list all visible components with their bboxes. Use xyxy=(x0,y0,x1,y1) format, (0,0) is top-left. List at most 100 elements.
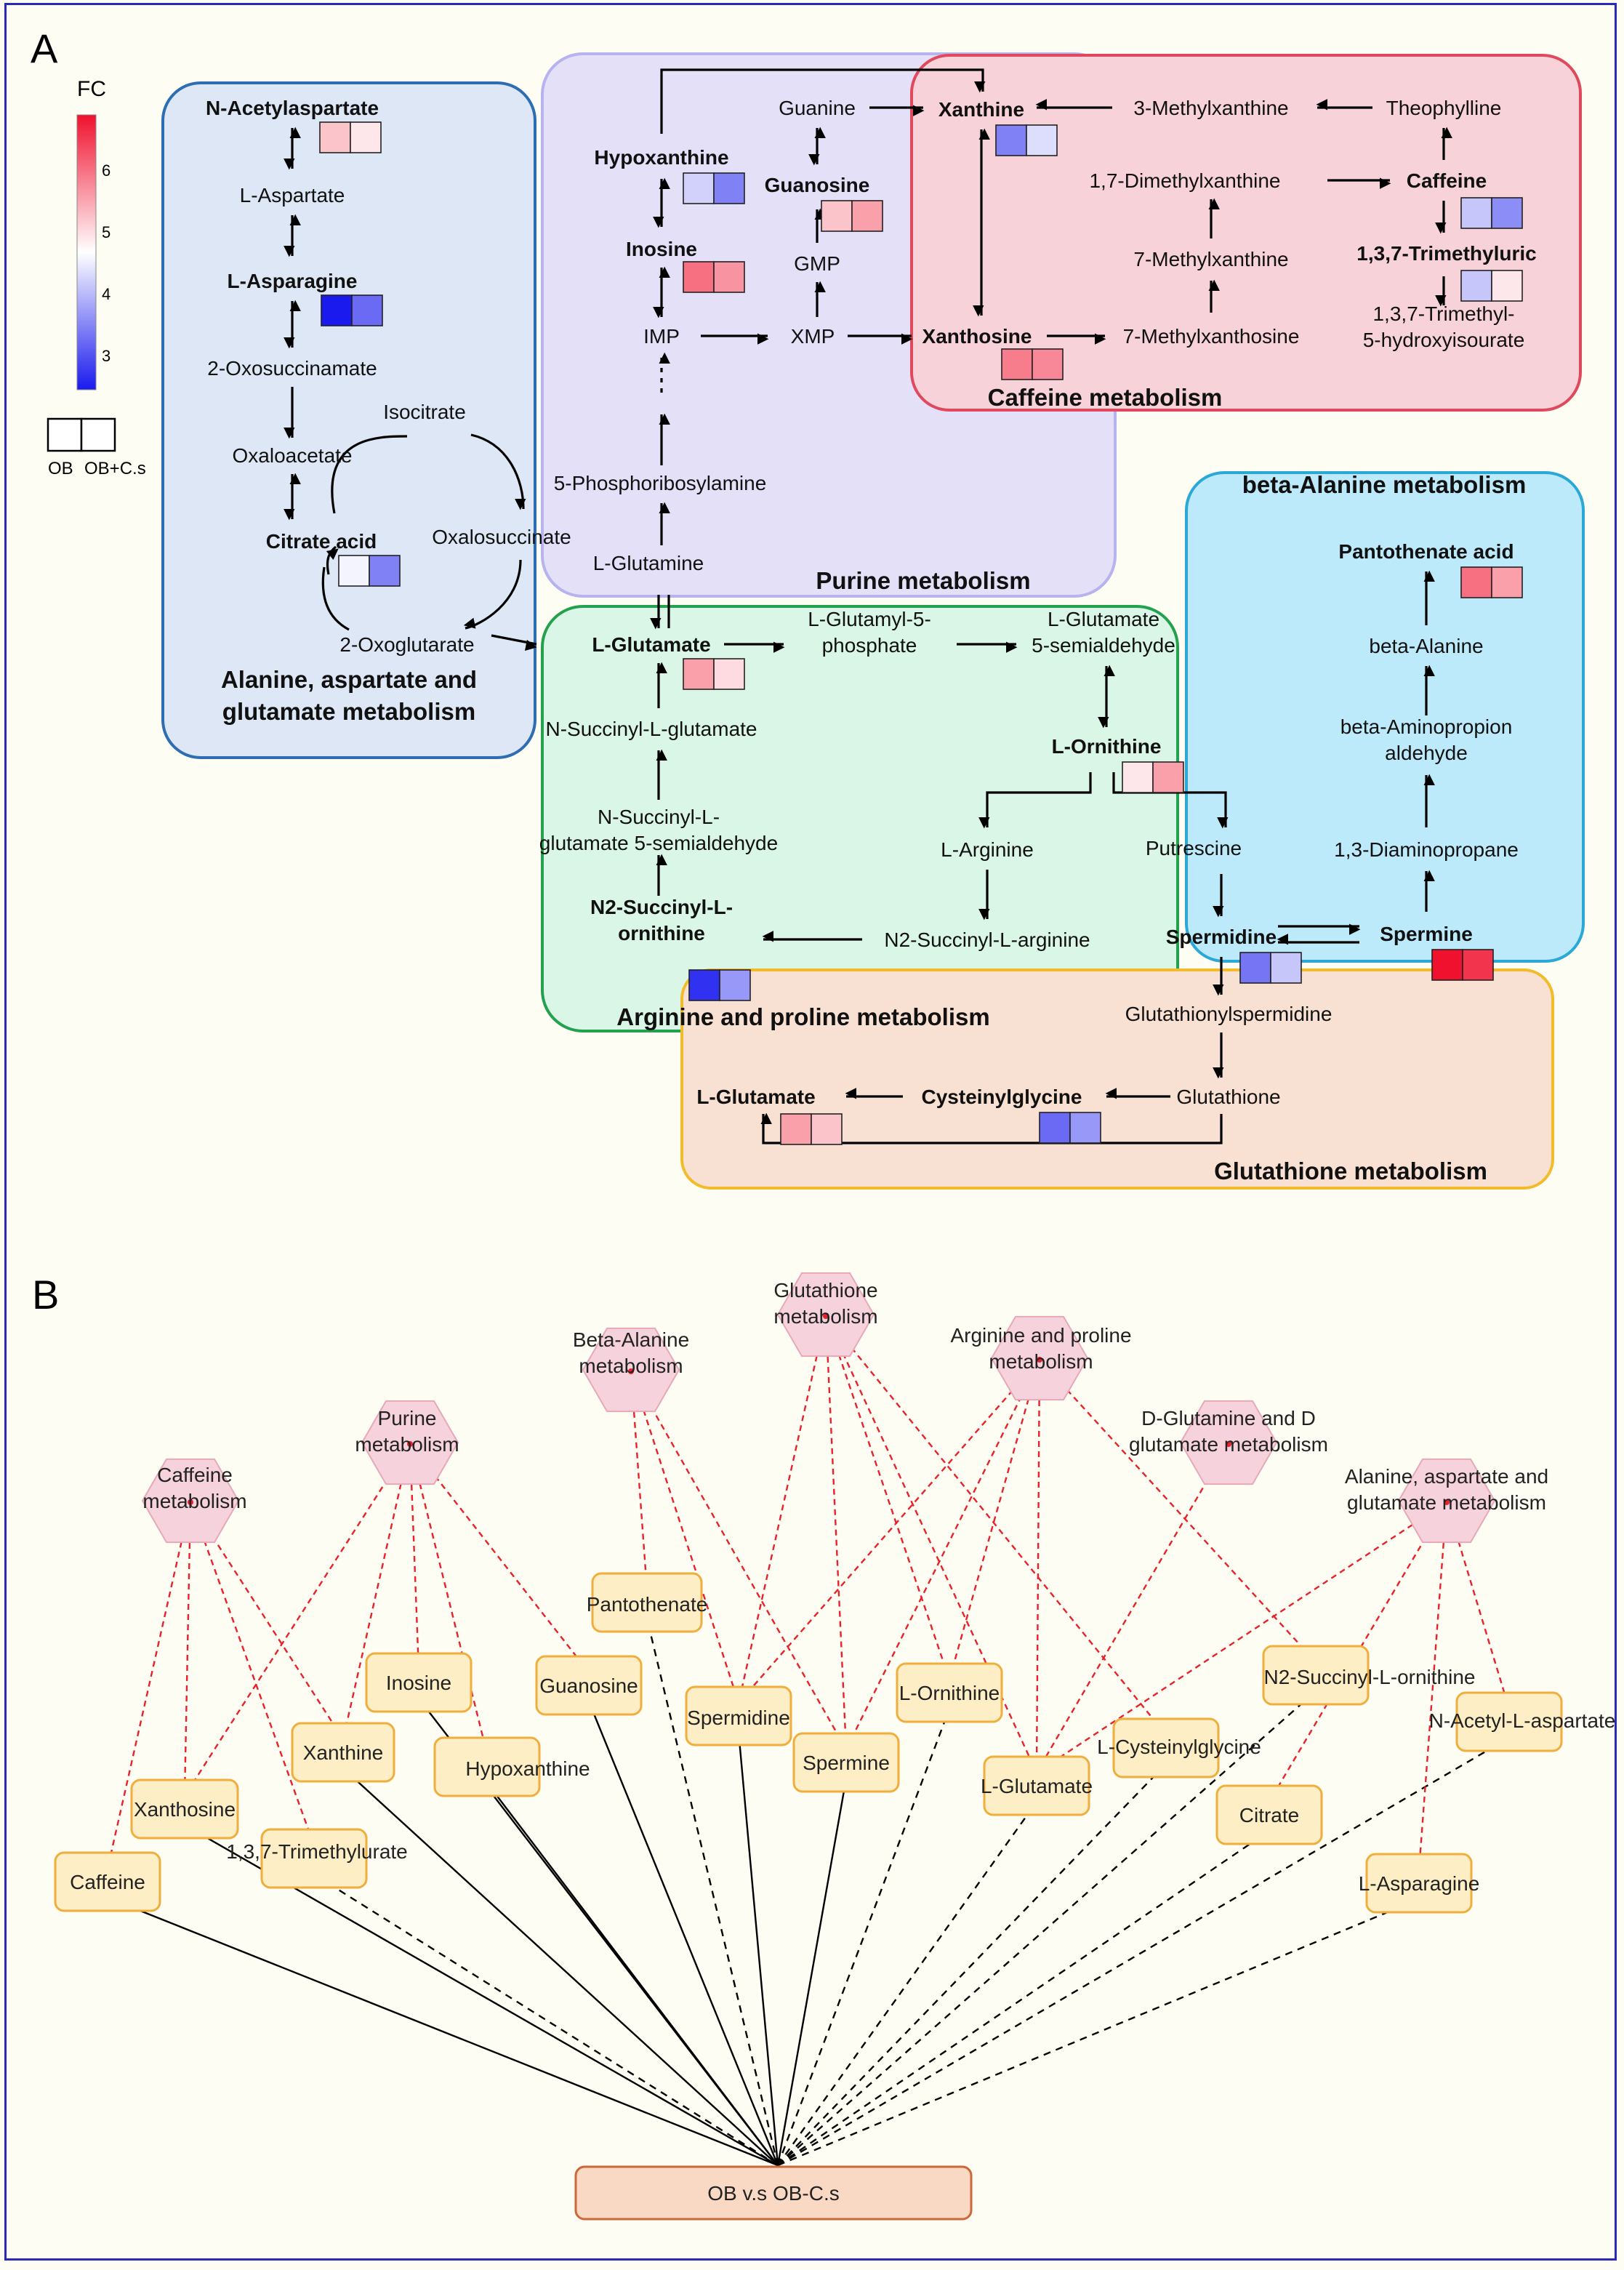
metabolite-imp-line-0: IMP xyxy=(643,325,680,348)
metabolite-dimethylxanthine-line-0: 1,7-Dimethylxanthine xyxy=(1089,169,1280,192)
network-node-label-n2succ: N2-Succinyl-L-ornithine xyxy=(1263,1666,1475,1688)
metabolite-methylxanthine3-line-0: 3-Methylxanthine xyxy=(1133,97,1288,119)
network-node-label-inosine: Inosine xyxy=(386,1672,451,1694)
fc-box-ob-caffeine xyxy=(1460,197,1492,229)
pathway-link-caffeine-caffeine xyxy=(106,1501,192,1869)
region-caffeine-metabolism xyxy=(910,54,1582,412)
fc-box-ob-l-ornithine xyxy=(1122,761,1154,793)
metabolite-methylxanthine7-line-0: 7-Methylxanthine xyxy=(1133,248,1288,270)
network-root-label: OB v.s OB-C.s xyxy=(707,2182,840,2205)
metabolite-n2-succ-ornithine-line-0: N2-Succinyl-L- xyxy=(590,896,733,918)
pathway-label-dglutamine-line-1: glutamate metabolism xyxy=(1129,1433,1328,1456)
metabolite-citrate-line-0: Citrate acid xyxy=(266,530,377,553)
fc-box-ob-citrate-acid xyxy=(338,555,370,587)
metabolite-n2-succ-ornithine-line-1: ornithine xyxy=(618,922,705,945)
legend-title: FC xyxy=(77,77,106,101)
metabolite-xanthosine: Xanthosine xyxy=(922,325,1032,348)
legend-tick-6: 6 xyxy=(102,161,110,180)
root-link-spermidine xyxy=(737,1731,779,2166)
pathway-hub-dglutamine xyxy=(1226,1441,1231,1447)
metabolite-guanosine-line-0: Guanosine xyxy=(765,174,870,196)
pathway-link-caffeine-xanthosine xyxy=(183,1501,192,1797)
metabolite-methylxanthine3: 3-Methylxanthine xyxy=(1133,97,1288,119)
metabolite-succ-glutamate: N-Succinyl-L-glutamate xyxy=(546,718,757,740)
fc-box-obcs-l-asparagine xyxy=(351,294,383,326)
region-label-purine-metabolism-line-0: Purine metabolism xyxy=(816,567,1030,594)
metabolite-oxalosuccinate-line-0: Oxalosuccinate xyxy=(432,526,571,548)
tca-arc xyxy=(326,545,339,575)
pathway-regions xyxy=(161,52,1585,1190)
metabolite-cysteinylglycine: Cysteinylglycine xyxy=(922,1086,1082,1108)
root-link-guanosine xyxy=(587,1701,779,2166)
metabolite-l-aspartate: L-Aspartate xyxy=(240,184,345,206)
root-link-cysteinylglycine xyxy=(777,1763,1167,2166)
metabolite-glutathionylspermidine: Glutathionylspermidine xyxy=(1125,1003,1332,1025)
pathway-link-arginine-spermidine xyxy=(738,1359,1040,1704)
metabolite-glutathionylspermidine-line-0: Glutathionylspermidine xyxy=(1125,1003,1332,1025)
pathway-hub-purine xyxy=(407,1441,413,1447)
network-node-label-guanosine: Guanosine xyxy=(539,1675,638,1697)
metabolite-l-asparagine-line-0: L-Asparagine xyxy=(228,270,358,292)
fc-box-ob-spermidine xyxy=(1239,952,1271,984)
metabolite-l-glutamine-line-0: L-Glutamine xyxy=(593,552,704,574)
metabolite-glu-semialdehyde-line-1: 5-semialdehyde xyxy=(1032,634,1175,657)
metabolite-n2-succ-ornithine: N2-Succinyl-L-ornithine xyxy=(590,896,733,945)
metabolite-putrescine: Putrescine xyxy=(1146,837,1242,859)
metabolite-spermidine-line-0: Spermidine xyxy=(1166,926,1277,948)
region-label-caffeine-metabolism-line-0: Caffeine metabolism xyxy=(988,384,1223,411)
fc-box-obcs-n2-succinyl-l-ornithine xyxy=(719,969,751,1001)
pathway-label-alanine-line-1: glutamate metabolism xyxy=(1347,1491,1546,1514)
metabolite-glutathione: Glutathione xyxy=(1176,1086,1280,1108)
root-link-citrate xyxy=(777,1830,1270,2166)
pathway-label-dglutamine-line-0: D-Glutamine and D xyxy=(1141,1407,1316,1429)
pathway-label-arginine-line-0: Arginine and proline xyxy=(950,1324,1131,1347)
metabolite-l-arginine: L-Arginine xyxy=(941,838,1034,861)
metabolite-oxaloacetate: Oxaloacetate xyxy=(233,444,353,467)
metabolite-labels: N-AcetylaspartateL-AspartateL-Asparagine… xyxy=(206,97,1537,1108)
metabolite-aminopropion-line-1: aldehyde xyxy=(1385,742,1468,764)
network-node-asparagine xyxy=(1365,1853,1473,1914)
metabolite-isocitrate: Isocitrate xyxy=(383,401,466,423)
pathway-hub-glutathione xyxy=(823,1313,829,1319)
pathway-label-caffeine-line-1: metabolism xyxy=(142,1490,246,1512)
fc-box-ob-inosine xyxy=(683,261,715,293)
metabolite-guanine-line-0: Guanine xyxy=(779,97,856,119)
region-label-alanine-aspartate-and-glutamate-metabolism-line-0: Alanine, aspartate and xyxy=(221,666,477,693)
metabolite-xanthosine-line-0: Xanthosine xyxy=(922,325,1032,348)
network-node-n2succ xyxy=(1262,1645,1370,1706)
pathway-link-alanine-glutamate xyxy=(1036,1501,1447,1774)
metabolite-xmp: XMP xyxy=(791,325,835,348)
metabolite-l-glutamine: L-Glutamine xyxy=(593,552,704,574)
region-label-glutathione-metabolism: Glutathione metabolism xyxy=(1214,1158,1487,1184)
metabolite-l-glutamate-line-0: L-Glutamate xyxy=(592,633,710,656)
metabolite-caffeine: Caffeine xyxy=(1407,169,1487,192)
metabolite-hypoxanthine-line-0: Hypoxanthine xyxy=(594,146,728,169)
fc-box-obcs-l-ornithine xyxy=(1152,761,1184,793)
metabolite-oxosuccinamate-line-0: 2-Oxosuccinamate xyxy=(207,357,377,380)
metabolite-n2-succ-arginine: N2-Succinyl-L-arginine xyxy=(884,929,1090,951)
metabolite-l-glutamate: L-Glutamate xyxy=(592,633,710,656)
pathway-link-arginine-n2succ xyxy=(1039,1359,1317,1663)
pathway-label-glutathione-line-0: Glutathione xyxy=(773,1279,877,1302)
pathway-link-purine-guanosine xyxy=(409,1443,590,1673)
legend-box-label-ob: OB xyxy=(48,459,73,478)
pathway-link-dglutamine-glutamate xyxy=(1035,1443,1230,1773)
network-node-label-spermidine: Spermidine xyxy=(687,1706,790,1729)
network-node-label-spermine: Spermine xyxy=(803,1752,890,1774)
pathway-link-glutathione-ornithine xyxy=(824,1315,951,1680)
metabolite-guanine: Guanine xyxy=(779,97,856,119)
pathway-label-purine-line-0: Purine xyxy=(378,1407,437,1429)
fc-box-ob-xanthosine xyxy=(1001,348,1033,380)
pathway-label-dglutamine: D-Glutamine and D glutamate metabolism xyxy=(1129,1407,1328,1456)
region-label-glutathione-metabolism-line-0: Glutathione metabolism xyxy=(1214,1158,1487,1184)
pathway-hub-arginine xyxy=(1037,1357,1042,1363)
region-label-purine-metabolism: Purine metabolism xyxy=(816,567,1030,594)
pathway-label-purine-line-1: metabolism xyxy=(355,1433,459,1456)
region-label-alanine-aspartate-and-glutamate-metabolism-line-1: glutamate metabolism xyxy=(222,698,475,725)
network-node-label-xanthine: Xanthine xyxy=(303,1741,384,1764)
metabolite-gmp: GMP xyxy=(794,252,840,275)
metabolite-oxosuccinamate: 2-Oxosuccinamate xyxy=(207,357,377,380)
